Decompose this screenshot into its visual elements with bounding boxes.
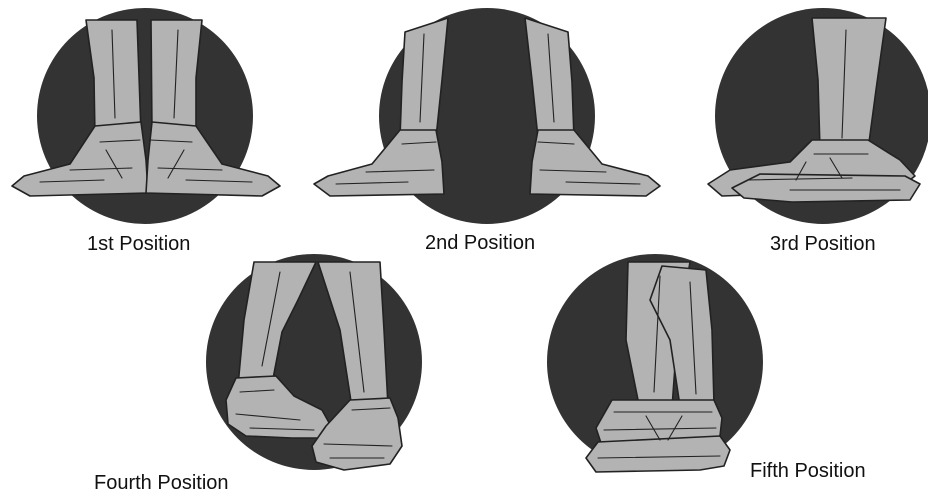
second-position-figure: [314, 8, 660, 224]
second-position-label: 2nd Position: [425, 232, 535, 255]
first-position-label: 1st Position: [87, 233, 190, 256]
fourth-position-figure: [206, 254, 422, 470]
first-position-figure: [12, 8, 280, 224]
fifth-position-figure: [547, 254, 763, 472]
fifth-position-label: Fifth Position: [750, 460, 866, 483]
fifth-position-legs: [626, 262, 714, 410]
fourth-position-label: Fourth Position: [94, 472, 229, 495]
third-position-figure: [708, 8, 928, 224]
third-position-label: 3rd Position: [770, 233, 876, 256]
